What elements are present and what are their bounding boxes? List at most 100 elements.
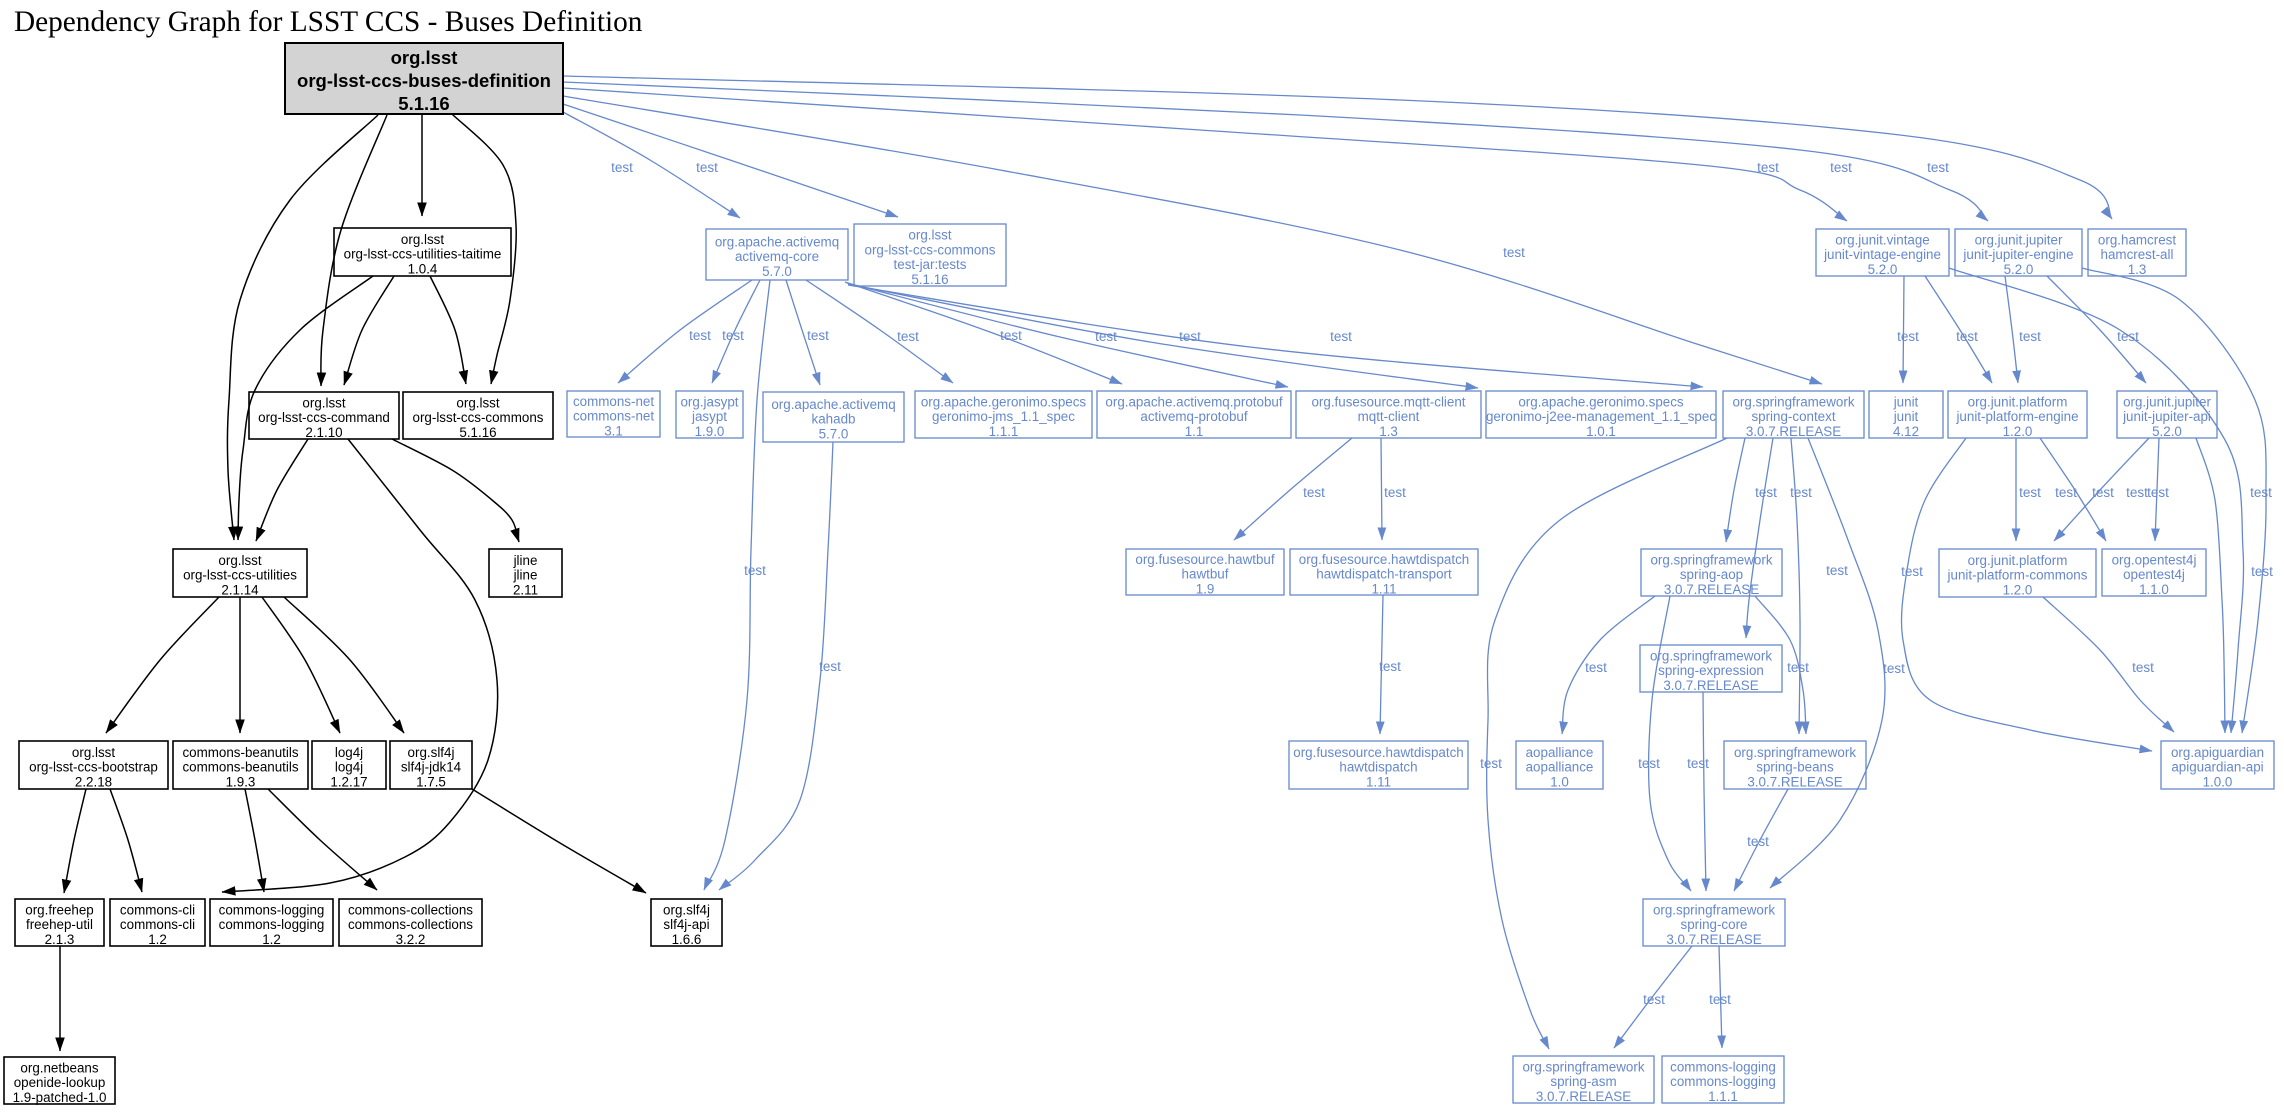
svg-text:spring-beans: spring-beans [1756, 760, 1834, 775]
svg-text:org.junit.jupiter: org.junit.jupiter [1975, 232, 2063, 247]
svg-text:org.lsst: org.lsst [302, 395, 345, 410]
svg-text:1.6.6: 1.6.6 [672, 932, 702, 947]
svg-text:org.fusesource.hawtdispatch: org.fusesource.hawtdispatch [1293, 745, 1463, 760]
svg-text:test: test [1883, 661, 1905, 676]
svg-text:5.1.16: 5.1.16 [911, 272, 948, 287]
svg-text:1.2.17: 1.2.17 [330, 775, 367, 790]
svg-text:1.9.0: 1.9.0 [695, 424, 725, 439]
svg-text:test: test [2019, 329, 2041, 344]
svg-text:hawtdispatch: hawtdispatch [1339, 760, 1417, 775]
svg-text:org.junit.jupiter: org.junit.jupiter [2123, 394, 2211, 409]
svg-text:test: test [1709, 992, 1731, 1007]
svg-text:1.2.0: 1.2.0 [2003, 583, 2033, 598]
svg-text:org.slf4j: org.slf4j [663, 902, 710, 917]
svg-text:1.9.3: 1.9.3 [226, 775, 256, 790]
svg-text:org.lsst: org.lsst [391, 47, 458, 68]
svg-text:1.9: 1.9 [1196, 582, 1215, 597]
svg-text:org-lsst-ccs-utilities: org-lsst-ccs-utilities [183, 568, 297, 583]
svg-text:org.springframework: org.springframework [1653, 902, 1775, 917]
svg-text:test: test [897, 329, 919, 344]
svg-text:commons-logging: commons-logging [219, 917, 325, 932]
svg-text:junit-jupiter-engine: junit-jupiter-engine [1962, 247, 2073, 262]
svg-text:org.apache.activemq.protobuf: org.apache.activemq.protobuf [1105, 394, 1282, 409]
svg-text:Dependency Graph for LSST CCS: Dependency Graph for LSST CCS - Buses De… [14, 6, 643, 38]
svg-text:1.0.0: 1.0.0 [2203, 775, 2233, 790]
svg-text:test: test [1303, 485, 1325, 500]
svg-text:org.fusesource.hawtdispatch: org.fusesource.hawtdispatch [1299, 552, 1469, 567]
svg-text:org.lsst: org.lsst [72, 745, 115, 760]
svg-text:org-lsst-ccs-utilities-taitime: org-lsst-ccs-utilities-taitime [344, 247, 502, 262]
svg-text:spring-context: spring-context [1751, 409, 1835, 424]
svg-text:test: test [2092, 485, 2114, 500]
svg-text:test: test [2019, 485, 2041, 500]
svg-text:org.opentest4j: org.opentest4j [2112, 552, 2197, 567]
svg-text:1.11: 1.11 [1371, 582, 1396, 597]
svg-text:org.freehep: org.freehep [25, 902, 94, 917]
svg-text:log4j: log4j [335, 745, 363, 760]
svg-text:junit: junit [1893, 409, 1919, 424]
svg-text:1.9-patched-1.0: 1.9-patched-1.0 [13, 1090, 107, 1105]
svg-text:3.0.7.RELEASE: 3.0.7.RELEASE [1536, 1089, 1631, 1104]
svg-text:test: test [819, 659, 841, 674]
svg-text:3.2.2: 3.2.2 [396, 932, 426, 947]
svg-text:commons-cli: commons-cli [120, 902, 195, 917]
svg-text:test: test [2055, 485, 2077, 500]
svg-text:jasypt: jasypt [691, 409, 727, 424]
svg-text:5.2.0: 5.2.0 [1868, 262, 1898, 277]
svg-text:jline: jline [513, 553, 538, 568]
svg-text:2.1.3: 2.1.3 [45, 932, 75, 947]
svg-text:mqtt-client: mqtt-client [1358, 409, 1420, 424]
svg-text:org.junit.platform: org.junit.platform [1968, 553, 2068, 568]
svg-text:test: test [1179, 329, 1201, 344]
svg-text:test: test [1000, 328, 1022, 343]
svg-text:test: test [1480, 756, 1502, 771]
svg-text:org-lsst-ccs-bootstrap: org-lsst-ccs-bootstrap [29, 760, 158, 775]
svg-text:2.1.14: 2.1.14 [221, 583, 259, 598]
svg-text:hawtdispatch-transport: hawtdispatch-transport [1316, 567, 1452, 582]
svg-text:org.netbeans: org.netbeans [20, 1060, 98, 1075]
svg-text:junit-vintage-engine: junit-vintage-engine [1823, 247, 1941, 262]
svg-text:jline: jline [513, 568, 538, 583]
svg-text:org.apache.geronimo.specs: org.apache.geronimo.specs [1518, 394, 1684, 409]
svg-text:hawtbuf: hawtbuf [1182, 567, 1229, 582]
svg-text:org.fusesource.hawtbuf: org.fusesource.hawtbuf [1135, 552, 1274, 567]
svg-text:5.2.0: 5.2.0 [2004, 262, 2034, 277]
svg-text:test: test [1901, 564, 1923, 579]
svg-text:commons-logging: commons-logging [1670, 1059, 1776, 1074]
svg-text:org.springframework: org.springframework [1650, 552, 1772, 567]
svg-text:3.0.7.RELEASE: 3.0.7.RELEASE [1747, 775, 1842, 790]
svg-text:activemq-protobuf: activemq-protobuf [1140, 409, 1247, 424]
svg-text:2.1.10: 2.1.10 [305, 425, 342, 440]
svg-text:5.1.16: 5.1.16 [459, 425, 496, 440]
svg-text:spring-core: spring-core [1681, 917, 1748, 932]
svg-text:kahadb: kahadb [812, 412, 856, 427]
svg-text:geronimo-jms_1.1_spec: geronimo-jms_1.1_spec [932, 409, 1075, 424]
svg-text:freehep-util: freehep-util [26, 917, 93, 932]
svg-text:test: test [696, 160, 718, 175]
svg-text:3.1: 3.1 [604, 424, 623, 439]
svg-text:5.2.0: 5.2.0 [2152, 424, 2182, 439]
svg-text:test: test [1790, 485, 1812, 500]
svg-text:test: test [2117, 329, 2139, 344]
svg-text:1.1.0: 1.1.0 [2139, 582, 2169, 597]
svg-text:test: test [1384, 485, 1406, 500]
svg-text:1.7.5: 1.7.5 [416, 775, 446, 790]
svg-text:1.1.1: 1.1.1 [989, 424, 1019, 439]
svg-text:org.lsst: org.lsst [908, 228, 951, 243]
svg-text:test: test [2251, 564, 2273, 579]
svg-text:org.lsst: org.lsst [456, 395, 499, 410]
svg-text:openide-lookup: openide-lookup [14, 1075, 106, 1090]
svg-text:org.apache.activemq: org.apache.activemq [771, 397, 895, 412]
svg-text:1.0.1: 1.0.1 [1586, 424, 1616, 439]
svg-text:commons-collections: commons-collections [348, 917, 473, 932]
svg-text:aopalliance: aopalliance [1526, 745, 1594, 760]
svg-text:log4j: log4j [335, 760, 363, 775]
svg-text:commons-net: commons-net [573, 409, 654, 424]
svg-text:org.lsst: org.lsst [218, 553, 261, 568]
svg-text:1.3: 1.3 [2128, 262, 2147, 277]
svg-text:test: test [1330, 329, 1352, 344]
svg-text:1.3: 1.3 [1379, 424, 1398, 439]
svg-text:org-lsst-ccs-commons: org-lsst-ccs-commons [413, 410, 544, 425]
svg-text:org.fusesource.mqtt-client: org.fusesource.mqtt-client [1311, 394, 1465, 409]
svg-text:org.springframework: org.springframework [1732, 394, 1854, 409]
